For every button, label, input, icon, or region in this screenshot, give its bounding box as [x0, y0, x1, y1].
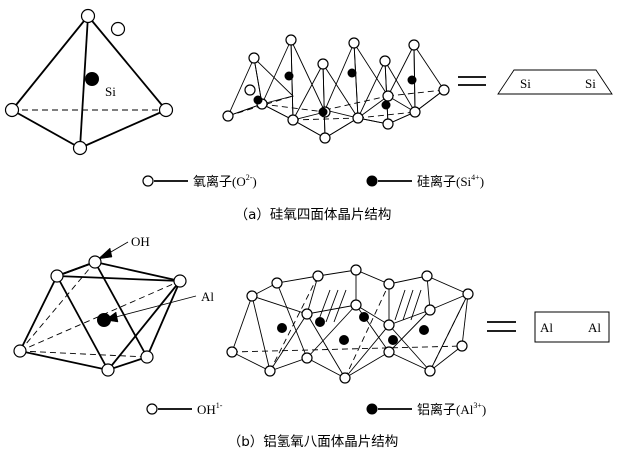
- sheet-silicon: [407, 75, 417, 85]
- sheet-oxygen: [319, 132, 331, 144]
- equals-sign: [458, 76, 486, 86]
- sheet-aluminum: [388, 335, 398, 345]
- sheet-hydroxyl: [312, 270, 324, 282]
- sheet-aluminum: [339, 335, 349, 345]
- sheet-aluminum: [315, 317, 325, 327]
- sheet-hydroxyl: [424, 304, 436, 316]
- hydroxyl-right: [173, 274, 187, 288]
- hydroxyl-bottom: [101, 363, 115, 377]
- legend-aluminum-marker: [366, 403, 378, 415]
- sheet-oxygen: [248, 52, 260, 64]
- sheet-aluminum: [277, 323, 287, 333]
- tetrahedral-sheet-symbol: Si Si: [497, 69, 613, 95]
- symbol-si-right: Si: [585, 76, 596, 91]
- sheet-silicon: [284, 71, 294, 81]
- hydroxyl-lower-right: [140, 350, 154, 364]
- hydroxyl-upper-left: [50, 269, 64, 283]
- sheet-hydroxyl: [456, 340, 468, 352]
- aluminum-ion: [97, 313, 111, 327]
- oxygen-apex: [80, 8, 96, 24]
- sheet-hydroxyl: [301, 308, 313, 320]
- sheet-hydroxyl: [383, 346, 395, 358]
- symbol-al-left: Al: [540, 320, 553, 335]
- sheet-oxygen: [382, 118, 394, 130]
- tetrahedral-sheet: [222, 34, 450, 144]
- sheet-silicon: [318, 107, 328, 117]
- legend-hydroxyl-label: OH1-: [197, 401, 223, 417]
- al-label: Al: [201, 289, 214, 304]
- sheet-oxygen: [348, 37, 360, 49]
- legend-silicon-label: 硅离子(Si4+): [417, 173, 484, 189]
- symbol-al-right: Al: [588, 320, 601, 335]
- sheet-hydroxyl: [301, 352, 313, 364]
- equals-sign: [487, 321, 516, 332]
- oh-label: OH: [131, 234, 150, 249]
- octahedral-sheet: [226, 264, 474, 384]
- sheet-oxygen: [287, 114, 299, 126]
- sheet-hydroxyl: [383, 278, 395, 290]
- sheet-hydroxyl: [271, 277, 283, 289]
- sheet-oxygen: [409, 106, 421, 118]
- sheet-oxygen: [379, 55, 391, 67]
- silica-tetrahedron: Si: [4, 8, 174, 156]
- octahedral-sheet-symbol: Al Al: [534, 311, 610, 343]
- sheet-hydroxyl: [350, 264, 362, 276]
- hydroxyl-top: [88, 255, 102, 269]
- legend-aluminum-label: 铝离子(Al3+): [417, 401, 486, 417]
- sheet-oxygen: [438, 84, 450, 96]
- alumina-octahedron: OH Al: [13, 234, 214, 377]
- sheet-aluminum: [419, 325, 429, 335]
- sheet-aluminum: [359, 312, 369, 322]
- caption-a: （a）硅氧四面体晶片结构: [235, 207, 392, 223]
- sheet-silicon: [381, 100, 391, 110]
- legend-hydroxyl-marker: [146, 403, 158, 415]
- sheet-silicon: [253, 95, 263, 105]
- legend-silicon-marker: [366, 175, 378, 187]
- panel-b: OH Al: [13, 234, 610, 450]
- sheet-oxygen: [222, 110, 234, 122]
- sheet-oxygen: [408, 39, 420, 51]
- sheet-hydroxyl: [383, 319, 395, 331]
- hydroxyl-left: [13, 344, 27, 358]
- legend-b: OH1- 铝离子(Al3+): [146, 401, 486, 417]
- caption-b: （b）铝氢氧八面体晶片结构: [228, 434, 399, 450]
- sheet-hydroxyl: [339, 372, 351, 384]
- oxygen-left: [4, 102, 20, 118]
- sheet-oxygen: [352, 112, 364, 124]
- legend-a: 氧离子(O2-) 硅离子(Si4+): [142, 173, 484, 189]
- sheet-oxygen: [285, 34, 297, 46]
- sheet-hydroxyl: [421, 270, 433, 282]
- sheet-oxygen: [244, 84, 256, 96]
- symbol-si-left: Si: [520, 76, 531, 91]
- sheet-hydroxyl: [350, 299, 362, 311]
- sheet-oxygen: [382, 90, 394, 102]
- sheet-hydroxyl: [424, 365, 436, 377]
- sheet-hydroxyl: [462, 288, 474, 300]
- sheet-hydroxyl: [264, 365, 276, 377]
- si-label: Si: [105, 84, 116, 99]
- sheet-hydroxyl: [246, 290, 258, 302]
- legend-oxygen-marker: [142, 175, 154, 187]
- oxygen-isolated: [110, 21, 126, 37]
- sheet-hydroxyl: [226, 346, 238, 358]
- sheet-silicon: [347, 68, 357, 78]
- legend-oxygen-label: 氧离子(O2-): [193, 173, 257, 189]
- oxygen-right: [158, 102, 174, 118]
- panel-a: Si: [4, 8, 613, 223]
- sheet-oxygen: [317, 58, 329, 70]
- oxygen-bottom: [72, 140, 88, 156]
- silicon-ion: [85, 72, 99, 86]
